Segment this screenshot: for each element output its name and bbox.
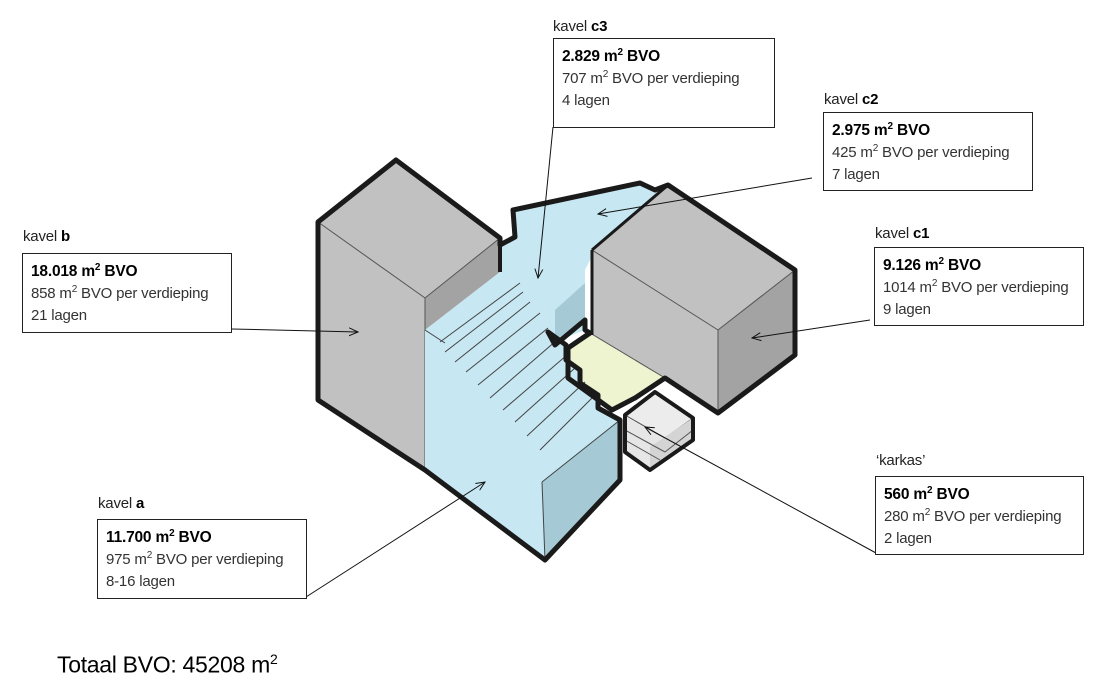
building-b [317,160,501,470]
separator-line [591,183,669,252]
leader-c2 [598,177,813,214]
plot-card-c3: 2.829 m2 BVO 707 m2 BVO per verdieping 4… [553,38,775,128]
leader-b [231,329,358,332]
leader-a [305,482,485,598]
building-c1 [591,185,796,413]
plot-label-a: kavel a [98,495,145,512]
leader-c1 [752,319,871,338]
plot-label-c3: kavel c3 [553,18,608,35]
building-c3 [500,237,585,345]
plot-card-b: 18.018 m2 BVO 858 m2 BVO per verdieping … [22,253,232,333]
plot-card-karkas: 560 m2 BVO 280 m2 BVO per verdieping 2 l… [875,476,1084,555]
total-bvo: Totaal BVO: 45208 m2 [57,651,278,678]
leader-c3 [538,126,554,278]
building-a [424,272,621,561]
site-outline [315,157,798,563]
plot-card-c1: 9.126 m2 BVO 1014 m2 BVO per verdieping … [874,247,1084,326]
leader-karkas [645,427,877,554]
plot-label-c1: kavel c1 [875,225,930,242]
plot-card-c2: 2.975 m2 BVO 425 m2 BVO per verdieping 7… [823,112,1033,191]
plot-label-b: kavel b [23,228,70,245]
plot-label-karkas: ‘karkas’ [876,452,926,469]
plot-card-a: 11.700 m2 BVO 975 m2 BVO per verdieping … [97,519,307,599]
karkas-outline [623,390,695,472]
plot-label-c2: kavel c2 [824,91,879,108]
